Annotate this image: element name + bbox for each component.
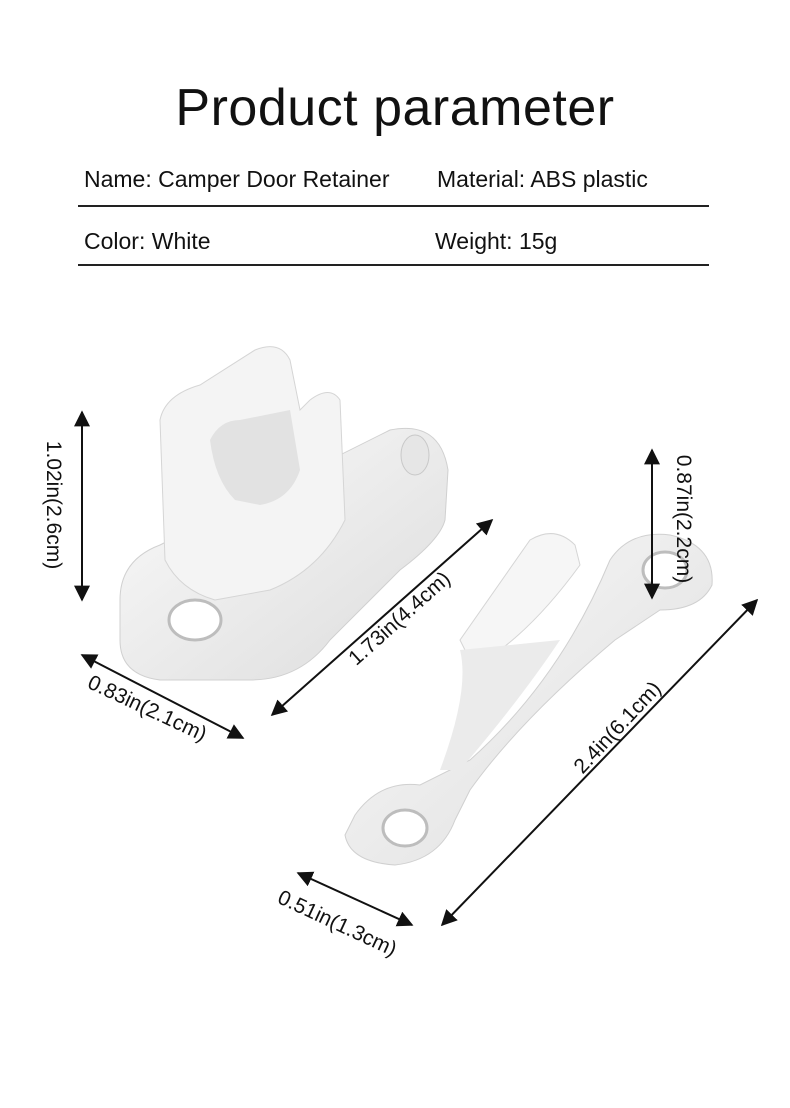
param-material: Material: ABS plastic	[437, 166, 648, 192]
dimension-arrow	[440, 598, 759, 927]
dimension-label: 1.02in(2.6cm)	[42, 440, 65, 570]
param-color: Color: White	[84, 228, 211, 254]
dimension-arrow	[296, 871, 414, 927]
divider	[78, 264, 709, 266]
dimension-label: 0.87in(2.2cm)	[672, 454, 695, 584]
dimension-arrow	[80, 654, 245, 739]
dimension-arrow	[270, 518, 494, 717]
param-weight: Weight: 15g	[435, 228, 558, 254]
divider	[78, 205, 709, 207]
param-name: Name: Camper Door Retainer	[84, 166, 390, 192]
page-title: Product parameter	[175, 79, 615, 137]
